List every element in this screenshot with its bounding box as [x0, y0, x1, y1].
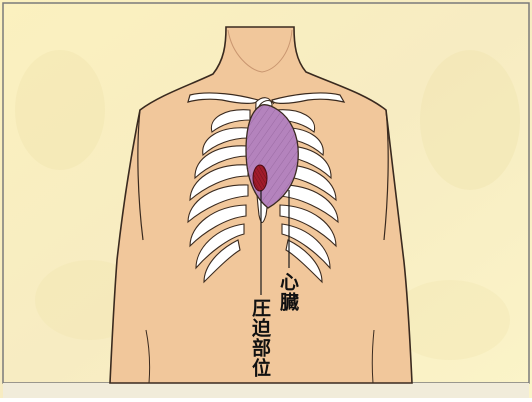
compression-site-label: 圧迫部位: [250, 298, 269, 378]
heart-label: 心臓: [278, 272, 297, 312]
bottom-strip: [3, 383, 529, 398]
compression-site-marker-icon: [253, 165, 267, 191]
